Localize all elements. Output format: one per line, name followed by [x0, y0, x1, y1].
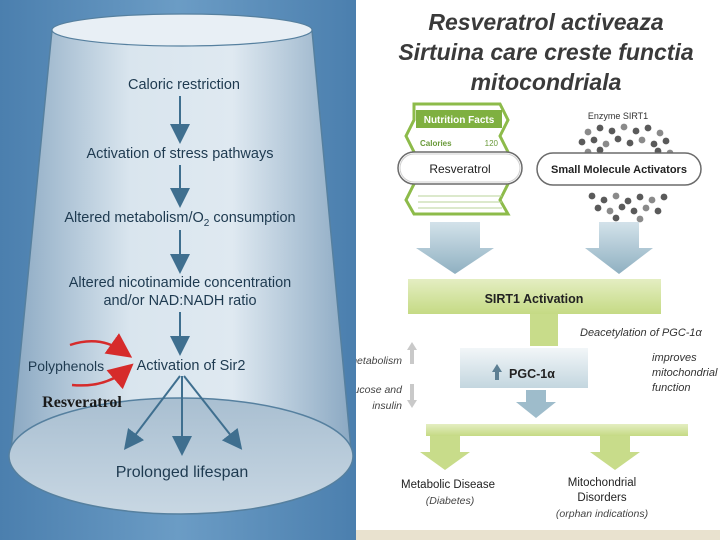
- enzyme-dot: [654, 207, 662, 215]
- left-panel: Caloric restriction Activation of stress…: [0, 0, 356, 540]
- sirt1-activation-label: SIRT1 Activation: [485, 292, 584, 306]
- diabetes-label: (Diabetes): [426, 495, 474, 507]
- enzyme-dot: [620, 123, 628, 131]
- metabolic-disease-label: Metabolic Disease: [401, 479, 495, 491]
- enzyme-dot: [632, 127, 640, 135]
- altered-metabolism-main: Altered metabolism/O: [64, 210, 203, 226]
- enzyme-dot: [650, 140, 658, 148]
- enzyme-dot: [600, 196, 608, 204]
- deacetylation-label: Deacetylation of PGC-1α: [580, 327, 703, 339]
- enzyme-dot: [662, 137, 670, 145]
- pgc1a-label: PGC-1α: [509, 367, 555, 381]
- resveratrol-pill: Resveratrol: [397, 151, 523, 185]
- pgc1a-box: [460, 348, 588, 388]
- enzyme-dot: [596, 146, 604, 154]
- right-panel: Resveratrol activeaza Sirtuina care cres…: [345, 0, 720, 540]
- enzyme-dot: [626, 139, 634, 147]
- calories-value: 120: [485, 139, 499, 148]
- step-nicotinamide-line1: Altered nicotinamide concentration: [69, 275, 291, 291]
- enzyme-dot: [656, 129, 664, 137]
- step-altered-metabolism: Altered metabolism/O2 consumption: [64, 210, 295, 229]
- mito-disorders-line-2: Disorders: [577, 492, 626, 504]
- enzyme-dot: [614, 135, 622, 143]
- step-stress-pathways: Activation of stress pathways: [87, 146, 274, 162]
- mito-disorders-line-1: Mitochondrial: [568, 477, 636, 489]
- lifespan-cup-diagram: Caloric restriction Activation of stress…: [0, 0, 356, 540]
- arrow-to-metabolic-disease: [420, 436, 470, 470]
- bottom-stripe: [356, 530, 720, 540]
- enzyme-dot: [660, 193, 668, 201]
- arrow-5a: [123, 375, 181, 450]
- nutrition-facts-title: Nutrition Facts: [424, 115, 495, 126]
- enzyme-dot: [618, 203, 626, 211]
- arrow-sma-to-sirt1: [585, 222, 653, 274]
- improves-line-2: mitochondrial: [652, 367, 718, 379]
- enzyme-dot: [584, 128, 592, 136]
- enzyme-dot: [636, 215, 644, 223]
- enzyme-dot: [602, 140, 610, 148]
- resveratrol-label-left: Resveratrol: [42, 394, 122, 411]
- title-line-3: mitocondriala: [471, 69, 622, 95]
- pgc1a-up-arrow-icon: [492, 364, 502, 380]
- consumption-suffix: consumption: [209, 210, 295, 226]
- enzyme-dot: [588, 192, 596, 200]
- arrow-5c: [183, 375, 243, 450]
- calories-label: Calories: [420, 139, 452, 148]
- outcome-bracket-bar: [426, 424, 688, 436]
- enzyme-dot: [578, 138, 586, 146]
- sirt1-to-pgc-connector: [530, 314, 558, 346]
- red-arrow-resveratrol: [71, 363, 134, 390]
- enzyme-dot: [590, 136, 598, 144]
- arrow-resveratrol-to-sirt1: [416, 222, 494, 274]
- enzyme-dot: [596, 124, 604, 132]
- o2-subscript: 2: [204, 218, 210, 229]
- step-caloric-restriction: Caloric restriction: [128, 77, 240, 93]
- sirt1-activation-band: [408, 279, 661, 314]
- enzyme-dot: [648, 196, 656, 204]
- step-nicotinamide-line2: and/or NAD:NADH ratio: [103, 293, 256, 309]
- arrow-pgc-down: [516, 390, 556, 418]
- enzyme-dot: [612, 214, 620, 222]
- enzyme-dot: [636, 193, 644, 201]
- enzyme-dot: [630, 207, 638, 215]
- enzyme-dot: [608, 127, 616, 135]
- glucose-label: glucose and: [356, 384, 403, 396]
- title-line-2: Sirtuina care creste functia: [398, 39, 693, 65]
- sma-pill-label: Small Molecule Activators: [551, 164, 687, 176]
- enzyme-dot: [612, 192, 620, 200]
- orphan-indications-label: (orphan indications): [556, 508, 648, 520]
- cup-rim: [51, 13, 313, 47]
- enzyme-dots: [578, 123, 674, 223]
- enzyme-dot: [624, 197, 632, 205]
- arrow-to-mito-disorders: [590, 436, 640, 470]
- resveratrol-pill-label: Resveratrol: [429, 162, 490, 176]
- enzyme-dot: [642, 204, 650, 212]
- polyphenols-label: Polyphenols: [28, 358, 104, 374]
- improves-line-1: improves: [652, 352, 697, 364]
- insulin-label: insulin: [372, 400, 402, 412]
- step-activation-sir2: Activation of Sir2: [137, 358, 246, 374]
- red-arrow-polyphenols: [69, 333, 133, 358]
- enzyme-dot: [594, 204, 602, 212]
- enzyme-dot: [644, 124, 652, 132]
- metabolism-up-arrow-icon: [407, 342, 417, 364]
- enzyme-sirt1-label: Enzyme SIRT1: [588, 111, 648, 121]
- sma-pill: Small Molecule Activators: [536, 152, 702, 186]
- sirt1-pathway-diagram: Resveratrol activeaza Sirtuina care cres…: [345, 9, 720, 540]
- title-line-1: Resveratrol activeaza: [428, 9, 663, 35]
- glucose-down-arrow-icon: [407, 384, 417, 408]
- improves-line-3: function: [652, 382, 691, 394]
- enzyme-dot: [606, 207, 614, 215]
- metabolism-label: metabolism: [356, 355, 402, 367]
- step-prolonged-lifespan: Prolonged lifespan: [116, 464, 249, 481]
- enzyme-dot: [638, 136, 646, 144]
